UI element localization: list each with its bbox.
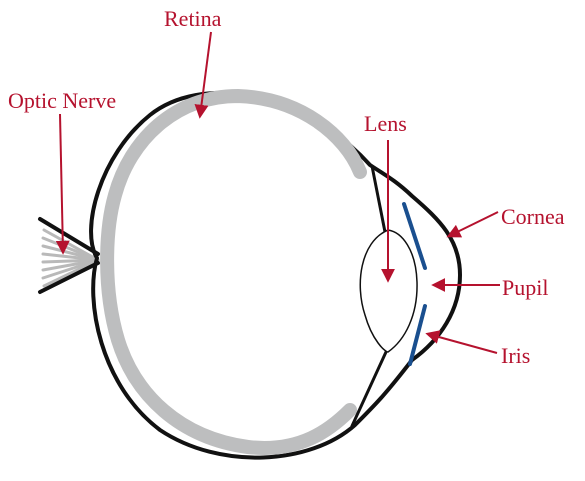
retina-band bbox=[107, 96, 360, 448]
cornea-label: Cornea bbox=[501, 204, 565, 229]
retina-label: Retina bbox=[164, 6, 222, 31]
optic-nerve-label: Optic Nerve bbox=[8, 88, 116, 113]
pupil-label: Pupil bbox=[502, 275, 548, 300]
iris-label: Iris bbox=[501, 343, 530, 368]
iris-arrow bbox=[428, 334, 497, 353]
pointer-arrows bbox=[60, 32, 500, 353]
lens-label: Lens bbox=[364, 111, 407, 136]
cornea-arrow bbox=[449, 212, 498, 236]
